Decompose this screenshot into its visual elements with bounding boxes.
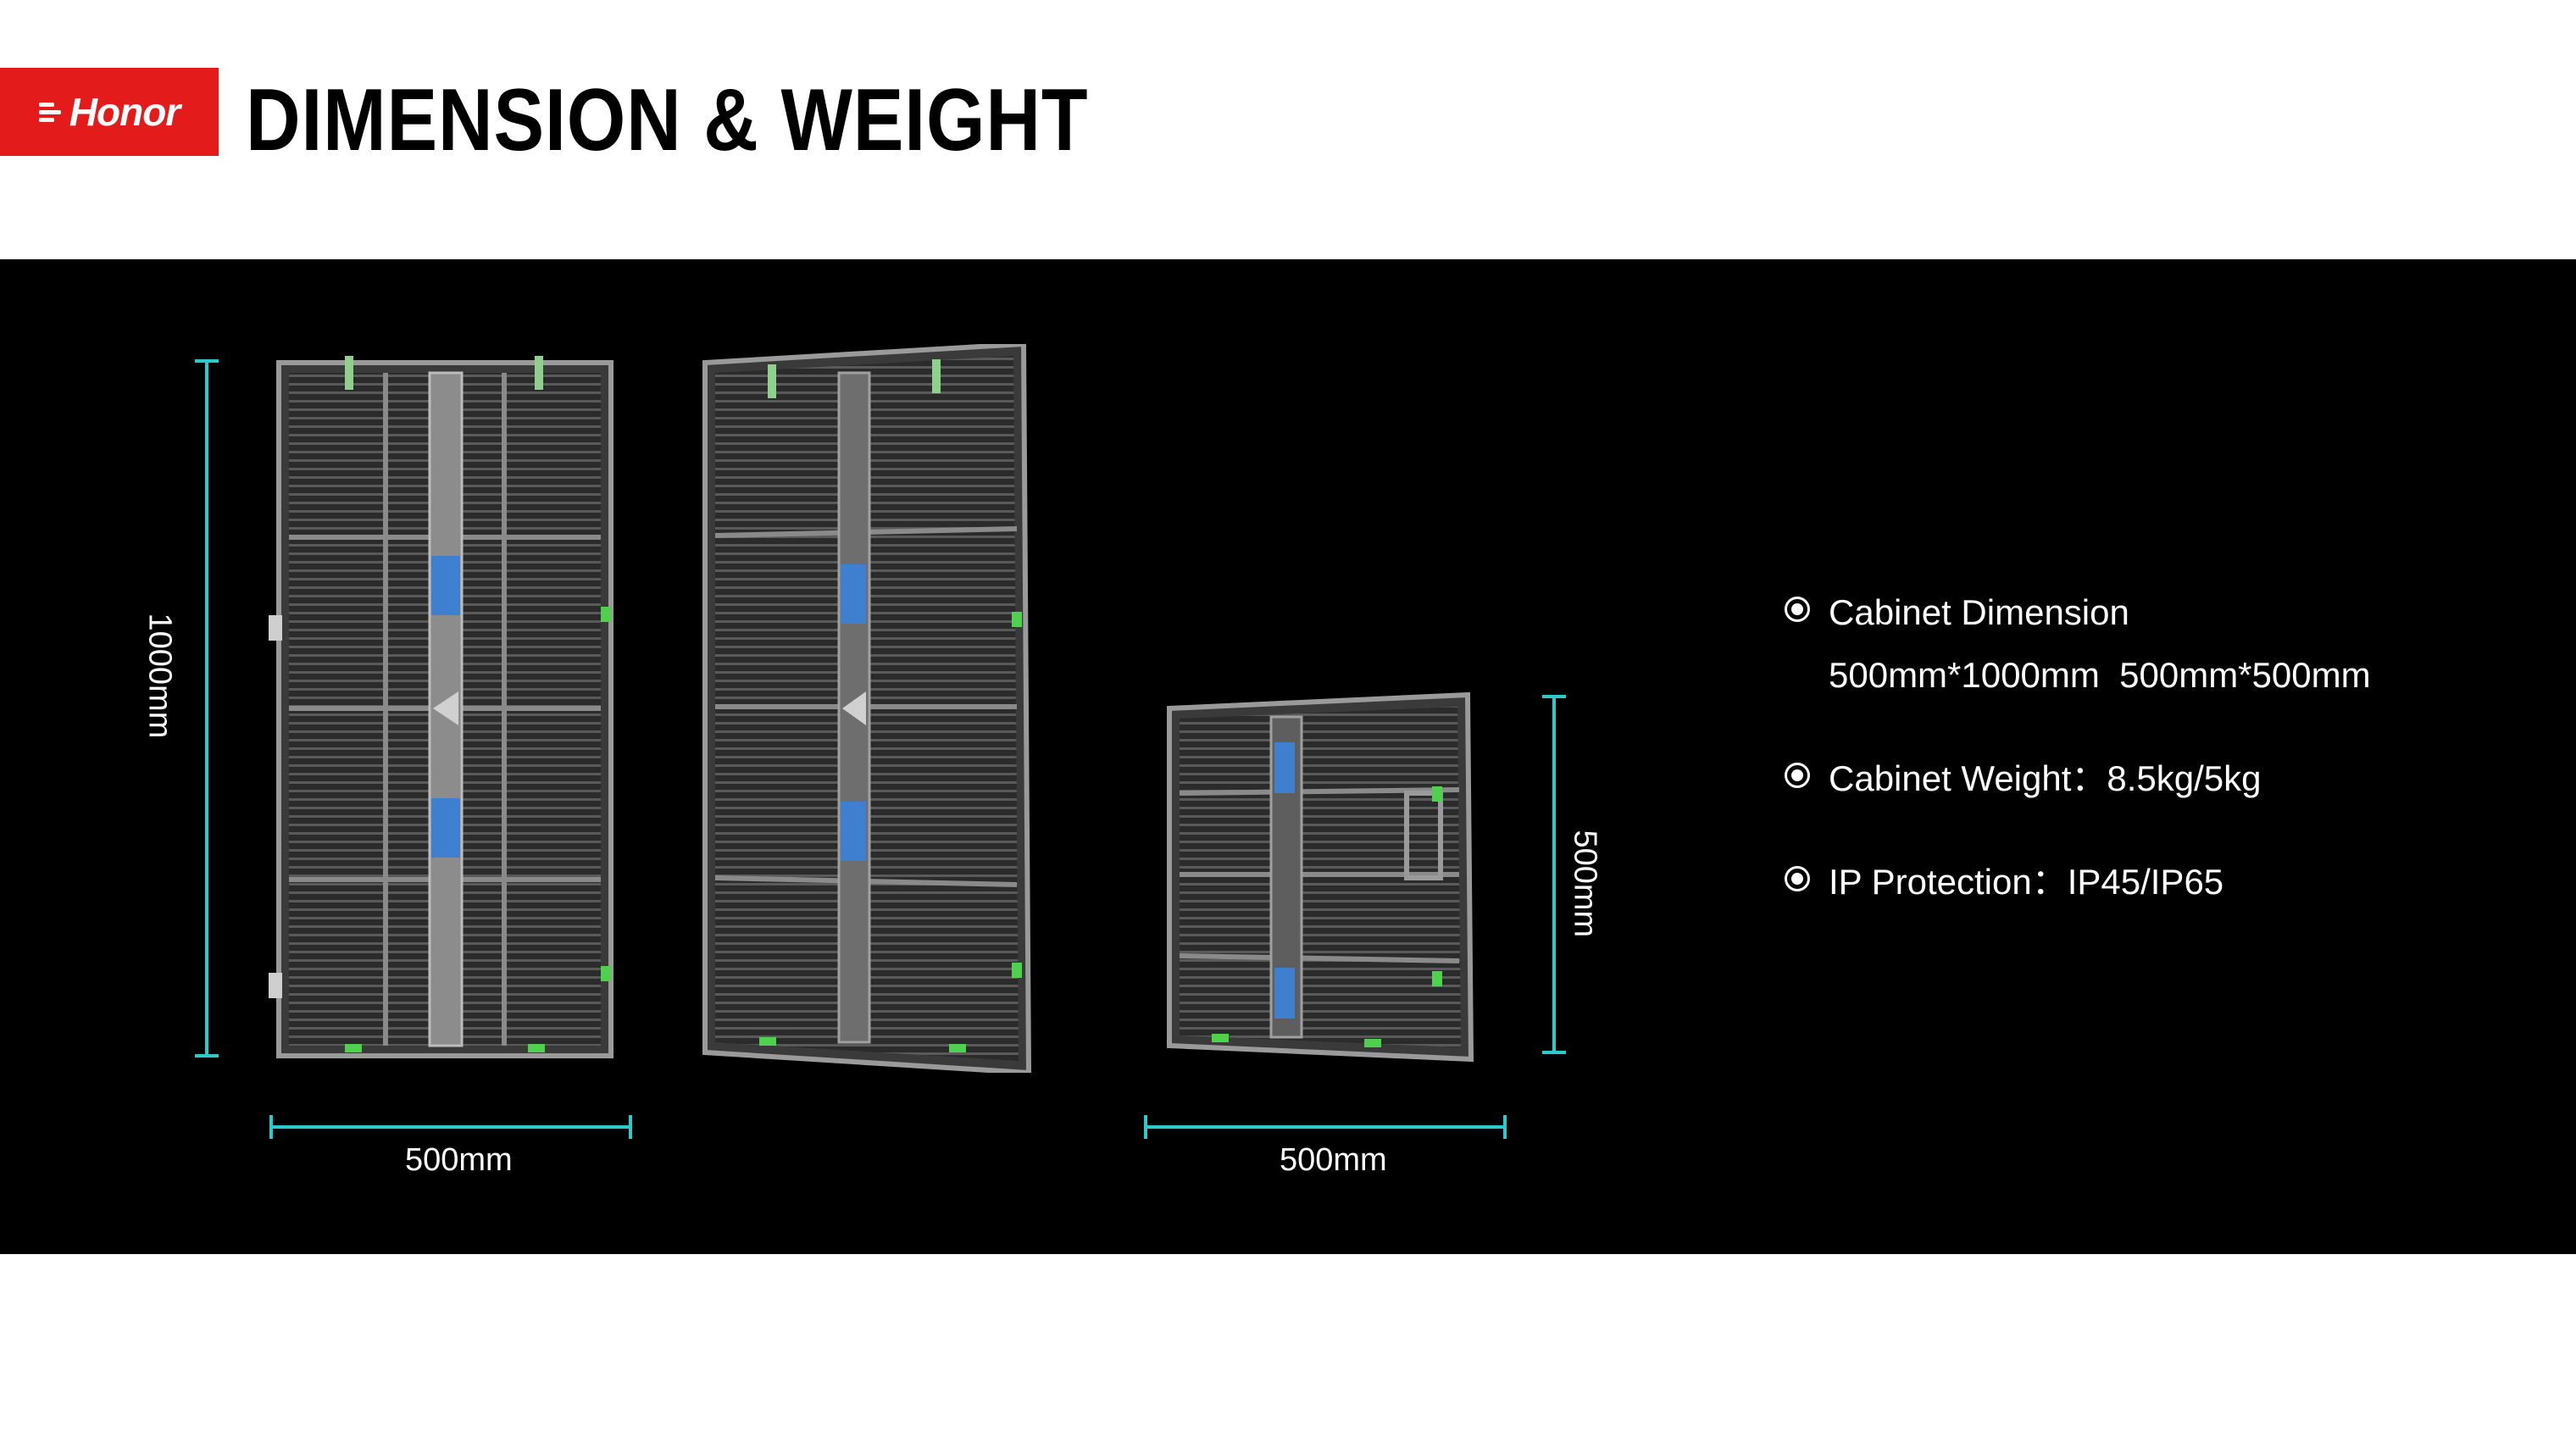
spec-dimension: Cabinet Dimension 500mm*1000mm 500mm*500… bbox=[1779, 581, 2371, 707]
width-dimension-line-left bbox=[269, 1125, 632, 1129]
width-dimension-line-right bbox=[1144, 1125, 1507, 1129]
spec-weight-text: Cabinet Weight：8.5kg/5kg bbox=[1829, 758, 2262, 798]
product-panel: 1000mm 500mm 500mm 500mm Cabinet Dimensi… bbox=[0, 259, 2576, 1254]
logo-speed-lines-icon bbox=[38, 99, 68, 125]
brand-logo: Honor bbox=[0, 68, 219, 156]
height-dimension-cap-bottom bbox=[195, 1054, 219, 1058]
page-title: DIMENSION & WEIGHT bbox=[246, 71, 1089, 169]
logo-text: Honor bbox=[69, 90, 180, 134]
tall-cabinet-angled-image bbox=[702, 344, 1032, 1073]
height-dimension-cap-right-top bbox=[1542, 695, 1566, 698]
width-dimension-cap-right-a bbox=[1144, 1115, 1147, 1139]
height-dimension-cap-top bbox=[195, 359, 219, 363]
spec-dimension-label: Cabinet Dimension bbox=[1829, 592, 2129, 632]
spec-weight: Cabinet Weight：8.5kg/5kg bbox=[1779, 747, 2371, 810]
height-dimension-line-right bbox=[1552, 695, 1556, 1054]
radio-bullet-icon bbox=[1785, 763, 1810, 788]
spec-dimension-value: 500mm*1000mm 500mm*500mm bbox=[1829, 655, 2371, 695]
width-dimension-cap-right-b bbox=[1503, 1115, 1507, 1139]
tall-cabinet-front-image bbox=[269, 356, 613, 1058]
spec-protection-text: IP Protection：IP45/IP65 bbox=[1829, 862, 2224, 902]
small-cabinet-angled-image bbox=[1167, 691, 1474, 1063]
height-dimension-cap-right-bottom bbox=[1542, 1051, 1566, 1054]
radio-bullet-icon bbox=[1785, 597, 1810, 622]
radio-bullet-icon bbox=[1785, 866, 1810, 891]
width-label-left: 500mm bbox=[405, 1142, 513, 1178]
height-dimension-line-left bbox=[205, 359, 208, 1058]
height-label-left: 1000mm bbox=[142, 613, 178, 739]
spec-protection: IP Protection：IP45/IP65 bbox=[1779, 851, 2371, 913]
width-label-right: 500mm bbox=[1280, 1142, 1387, 1178]
height-label-right: 500mm bbox=[1567, 830, 1603, 938]
spec-list: Cabinet Dimension 500mm*1000mm 500mm*500… bbox=[1779, 581, 2371, 954]
width-dimension-cap-left-a bbox=[269, 1115, 273, 1139]
width-dimension-cap-left-b bbox=[629, 1115, 632, 1139]
